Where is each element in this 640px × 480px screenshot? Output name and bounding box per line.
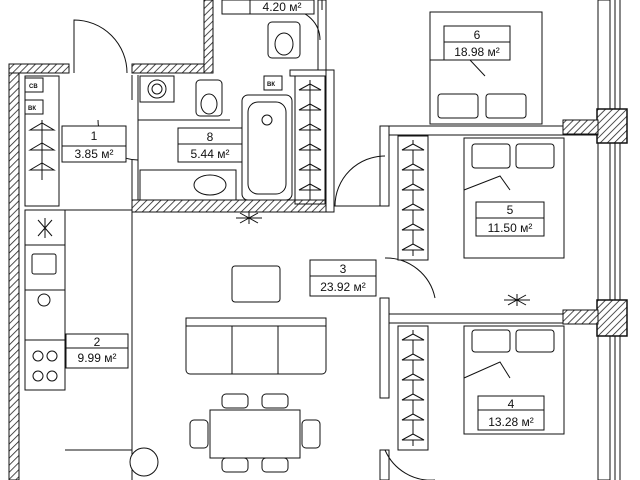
corridor-wardrobe — [294, 75, 326, 205]
room-label-6: 6 18.98 м² — [443, 25, 511, 61]
svg-text:1: 1 — [91, 129, 98, 143]
svg-text:3: 3 — [340, 262, 347, 276]
svg-text:11.50 м²: 11.50 м² — [488, 221, 533, 235]
coffee-table — [231, 265, 281, 303]
bedroom-5-door-swing — [384, 257, 436, 299]
kitchen-counter — [24, 209, 66, 391]
room-label-top: 4.20 м² — [249, 0, 315, 15]
column-upper — [596, 108, 628, 144]
wall-top-left — [8, 63, 70, 74]
svg-text:4.20 м²: 4.20 м² — [263, 0, 302, 14]
wall-bedrooms-left-mid — [379, 297, 390, 399]
vent-label-bath: ВК — [267, 82, 275, 88]
svg-text:3.85 м²: 3.85 м² — [75, 147, 114, 161]
wall-bedrooms-left-low — [379, 449, 390, 480]
living-furniture — [185, 265, 327, 473]
doors — [73, 0, 436, 480]
wall-bath-bottom — [131, 199, 329, 213]
wall-bath-right — [289, 69, 329, 77]
kitchen-floor-line — [65, 209, 132, 451]
wall-entry — [131, 63, 211, 74]
svg-text:23.92 м²: 23.92 м² — [320, 280, 366, 294]
wall-bedrooms-left-upper — [379, 125, 390, 207]
room-label-5: 5 11.50 м² — [475, 201, 545, 237]
wall-right — [597, 0, 611, 480]
wall-ledge-upper — [562, 119, 599, 135]
bedroom-5-door — [334, 155, 386, 207]
room-label-8: 8 5.44 м² — [177, 127, 243, 163]
vent-box-bath — [263, 75, 283, 91]
svg-text:13.28 м²: 13.28 м² — [488, 415, 534, 429]
shaft-box — [24, 77, 44, 93]
room-label-1: 1 3.85 м² — [61, 125, 127, 163]
bedroom-4-door — [384, 449, 435, 480]
room-label-4: 4 13.28 м² — [477, 395, 545, 431]
svg-text:5.44 м²: 5.44 м² — [191, 147, 230, 161]
wall-left — [8, 63, 20, 480]
top-room-fixtures — [221, 0, 301, 59]
wall-bath-vertical — [325, 69, 335, 213]
kitchen-stool — [129, 447, 159, 477]
wall-entry-vertical — [203, 0, 214, 74]
svg-text:8: 8 — [207, 130, 214, 144]
room-label-2: 2 9.99 м² — [65, 333, 129, 369]
vent-box-hall — [24, 99, 44, 115]
walls — [8, 0, 628, 480]
bedroom-5-furniture — [397, 135, 565, 261]
hallway-wardrobe — [24, 75, 60, 207]
dining-table — [209, 409, 301, 459]
svg-text:2: 2 — [94, 335, 101, 349]
svg-text:9.99 м²: 9.99 м² — [78, 351, 117, 365]
bathroom-fixtures — [139, 75, 293, 201]
bedroom-4-furniture — [397, 325, 565, 451]
wall-ledge-lower — [562, 309, 599, 325]
svg-text:4: 4 — [508, 397, 515, 411]
entry-door — [73, 19, 128, 74]
column-lower — [596, 299, 628, 337]
svg-text:18.98 м²: 18.98 м² — [454, 45, 500, 59]
vent-label-hall: ВК — [28, 106, 36, 112]
ceiling-lamp-living — [236, 212, 262, 224]
ceiling-lamp-bedroom — [504, 294, 530, 306]
svg-text:5: 5 — [507, 203, 514, 217]
svg-text:6: 6 — [474, 28, 481, 42]
shaft-label: СВ — [29, 84, 38, 90]
room-label-3: 3 23.92 м² — [309, 259, 377, 297]
